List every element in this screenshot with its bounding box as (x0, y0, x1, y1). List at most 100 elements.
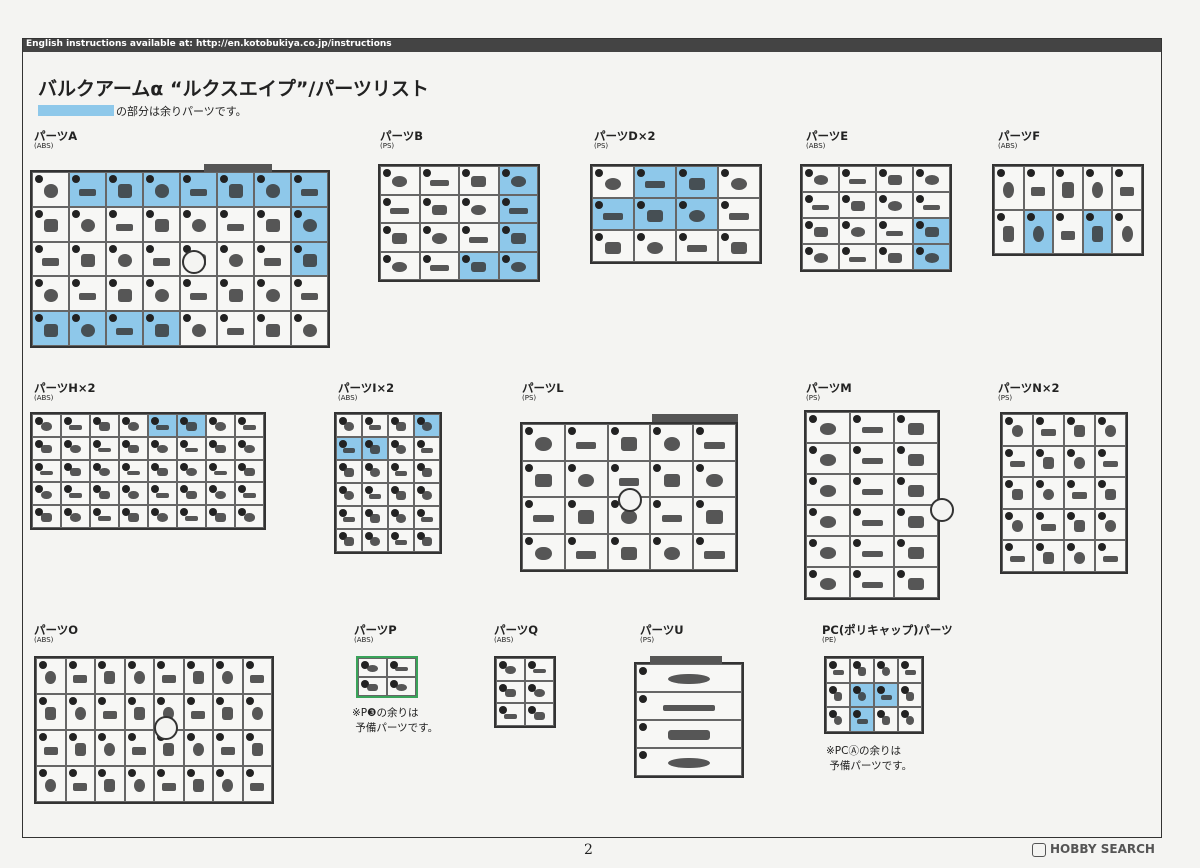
note-P: ※P❸の余りは 予備パーツです。 (352, 707, 439, 734)
part-cell (806, 474, 850, 505)
part-cell (180, 276, 217, 312)
part-number-marker (639, 751, 647, 759)
part-number-marker (853, 539, 861, 547)
part-shape (154, 184, 169, 198)
part-shape (1073, 520, 1086, 532)
part-number-marker (238, 462, 246, 471)
part-number-marker (72, 279, 80, 288)
part-number-marker (383, 254, 391, 263)
part-shape (885, 230, 904, 236)
part-shape (422, 537, 432, 546)
part-number-marker (829, 685, 837, 694)
part-shape (215, 490, 226, 499)
part-cell (894, 567, 938, 598)
group-label-B: パーツB(PS) (380, 129, 424, 150)
part-number-marker (109, 244, 117, 253)
sprue-I (334, 412, 442, 554)
part-shape (861, 550, 883, 558)
part-cell (95, 730, 125, 766)
part-number-marker (186, 697, 195, 705)
part-shape (265, 184, 280, 198)
part-cell (414, 506, 440, 529)
part-cell (839, 166, 876, 192)
part-cell (1095, 477, 1126, 509)
part-number-marker (499, 706, 507, 715)
part-shape (41, 258, 60, 266)
part-number-marker (238, 417, 246, 425)
sprue-L (520, 414, 738, 572)
part-number-marker (257, 175, 265, 183)
part-shape (68, 493, 83, 498)
part-cell (183, 694, 213, 730)
part-number-marker (365, 417, 373, 425)
part-shape (222, 670, 234, 685)
part-number-marker (390, 661, 398, 669)
part-number-marker (365, 463, 373, 471)
instructions-url[interactable]: English instructions available at: http:… (26, 39, 392, 49)
part-cell (143, 172, 180, 207)
group-label-M: パーツM(PS) (806, 381, 852, 402)
part-cell (525, 680, 554, 704)
part-cell (850, 707, 874, 732)
part-cell (95, 766, 125, 802)
part-number-marker (417, 509, 425, 517)
part-number-marker (997, 213, 1005, 221)
part-number-marker (1098, 417, 1106, 425)
watermark-logo-icon (1032, 842, 1046, 857)
part-number-marker (422, 169, 431, 177)
part-shape (392, 176, 408, 187)
part-number-marker (186, 661, 195, 669)
part-number-marker (64, 439, 72, 448)
part-number-marker (595, 201, 603, 209)
part-cell (592, 230, 634, 262)
part-number-marker (98, 733, 106, 741)
part-cell (235, 414, 264, 437)
part-cell (693, 533, 736, 570)
part-number-marker (238, 439, 246, 448)
part-number-marker (653, 500, 662, 508)
part-number-marker (109, 279, 117, 288)
part-number-marker (390, 680, 398, 688)
part-cell (124, 658, 154, 694)
part-shape (41, 445, 52, 454)
part-shape (45, 778, 57, 793)
part-cell (143, 311, 180, 346)
part-cell (913, 166, 950, 192)
part-cell (806, 412, 850, 443)
part-shape (396, 514, 406, 523)
part-number-marker (595, 233, 603, 241)
part-number-marker (721, 233, 729, 241)
runner-circle (618, 488, 642, 512)
part-cell (32, 241, 69, 277)
part-number-marker (528, 683, 536, 692)
part-shape (1104, 425, 1117, 438)
part-cell (636, 748, 742, 776)
part-shape (343, 517, 355, 522)
part-cell (913, 218, 950, 244)
part-cell (826, 707, 850, 732)
part-shape (578, 473, 595, 488)
part-number-marker (294, 314, 302, 323)
part-number-marker (805, 247, 813, 255)
part-shape (244, 467, 255, 477)
part-shape (192, 742, 204, 757)
part-shape (43, 747, 58, 755)
part-shape (215, 445, 226, 454)
part-shape (99, 467, 110, 477)
part-shape (99, 490, 110, 499)
part-number-marker (897, 508, 905, 516)
part-cell (898, 682, 922, 708)
part-cell (362, 437, 388, 460)
part-shape (620, 437, 638, 451)
part-shape (856, 719, 868, 725)
part-shape (1032, 225, 1044, 243)
part-number-marker (853, 508, 861, 516)
part-cell (336, 529, 362, 552)
part-number-marker (186, 733, 195, 741)
part-cell (876, 244, 913, 270)
part-number-marker (916, 169, 924, 177)
part-cell (32, 414, 61, 437)
part-cell (650, 533, 694, 570)
part-number-marker (653, 463, 662, 472)
part-shape (70, 513, 81, 522)
